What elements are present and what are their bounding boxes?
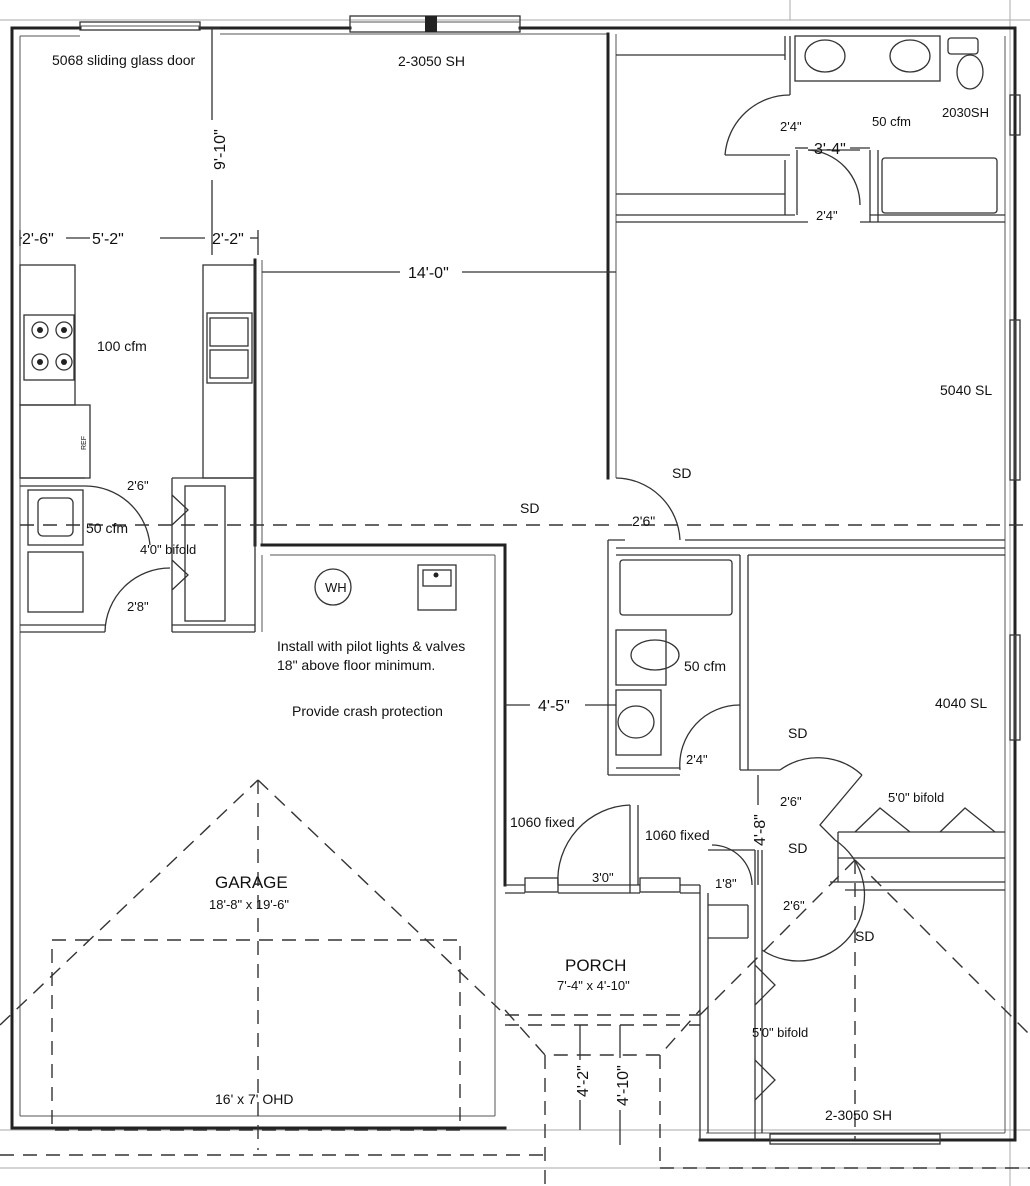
- garage-name: GARAGE: [215, 873, 288, 892]
- refrigerator-label: REF: [81, 436, 88, 450]
- bifold-4-label: 4'0" bifold: [140, 542, 196, 557]
- laundry-fan: 50 cfm: [86, 520, 128, 536]
- kitchen-fan: 100 cfm: [97, 338, 147, 354]
- dim-5-2: 5'-2": [92, 231, 124, 248]
- bifold-5b-label: 5'0" bifold: [752, 1025, 808, 1040]
- bifold-5a-label: 5'0" bifold: [888, 790, 944, 805]
- dim-4-10: 4'-10": [615, 1065, 632, 1106]
- dim-4-8: 4'-8": [752, 814, 769, 846]
- install-note-2: 18" above floor minimum.: [277, 657, 435, 673]
- dim-3-4: 3'-4": [814, 141, 846, 158]
- porch-size: 7'-4" x 4'-10": [557, 978, 630, 993]
- install-note: Install with pilot lights & valves: [277, 638, 465, 654]
- garage-size: 18'-8" x 19'-6": [209, 897, 289, 912]
- door-label-1-8: 1'8": [715, 876, 737, 891]
- smoke-detector-1: SD: [672, 465, 691, 481]
- door-label-2-4-bath: 2'4": [686, 752, 708, 767]
- top-window-label: 2-3050 SH: [398, 53, 465, 69]
- bath-window-label: 2030SH: [942, 105, 989, 120]
- sliding-door-label: 5068 sliding glass door: [52, 52, 196, 68]
- dim-4-5: 4'-5": [538, 698, 570, 715]
- dim-2-6: 2'-6": [22, 231, 54, 248]
- door-label-2-6-bed: 2'6": [632, 513, 655, 529]
- door-label-2-6-r2: 2'6": [783, 898, 805, 913]
- exterior-walls: [10, 26, 1017, 1142]
- smoke-detector-2: SD: [520, 500, 539, 516]
- ohd-label: 16' x 7' OHD: [215, 1091, 293, 1107]
- dim-4-2: 4'-2": [575, 1065, 592, 1097]
- sl-4040-label: 4040 SL: [935, 695, 987, 711]
- fixed-window-1-label: 1060 fixed: [510, 814, 575, 830]
- dim-2-2: 2'-2": [212, 231, 244, 248]
- porch-name: PORCH: [565, 956, 626, 975]
- door-label-2-6-kit: 2'6": [127, 478, 149, 493]
- dimension-lines: [19, 40, 870, 1145]
- crash-note: Provide crash protection: [292, 703, 443, 719]
- door-label-2-6-r1: 2'6": [780, 794, 802, 809]
- door-label-2-4-top: 2'4": [780, 119, 802, 134]
- sl-5040-label: 5040 SL: [940, 382, 992, 398]
- smoke-detector-3: SD: [788, 725, 807, 741]
- bottom-window-label: 2-3050 SH: [825, 1107, 892, 1123]
- hall-bath-fan: 50 cfm: [684, 658, 726, 674]
- fixtures: [19, 35, 998, 756]
- interior-walls: [20, 27, 1005, 1140]
- smoke-detector-5: SD: [855, 928, 874, 944]
- dim-14-0: 14'-0": [408, 265, 449, 282]
- dashed-lines: [0, 524, 1030, 1186]
- dim-9-10: 9'-10": [212, 129, 229, 170]
- door-label-3-0: 3'0": [592, 870, 614, 885]
- master-bath-fan: 50 cfm: [872, 114, 911, 129]
- smoke-detector-4: SD: [788, 840, 807, 856]
- door-label-2-4-mid: 2'4": [816, 208, 838, 223]
- doors: [84, 94, 996, 1101]
- door-label-2-8: 2'8": [127, 599, 149, 614]
- labels: 5068 sliding glass door 2-3050 SH 2030SH…: [22, 52, 992, 1123]
- fixed-window-2-label: 1060 fixed: [645, 827, 710, 843]
- windows: [79, 15, 1021, 1145]
- water-heater-label: WH: [325, 580, 347, 595]
